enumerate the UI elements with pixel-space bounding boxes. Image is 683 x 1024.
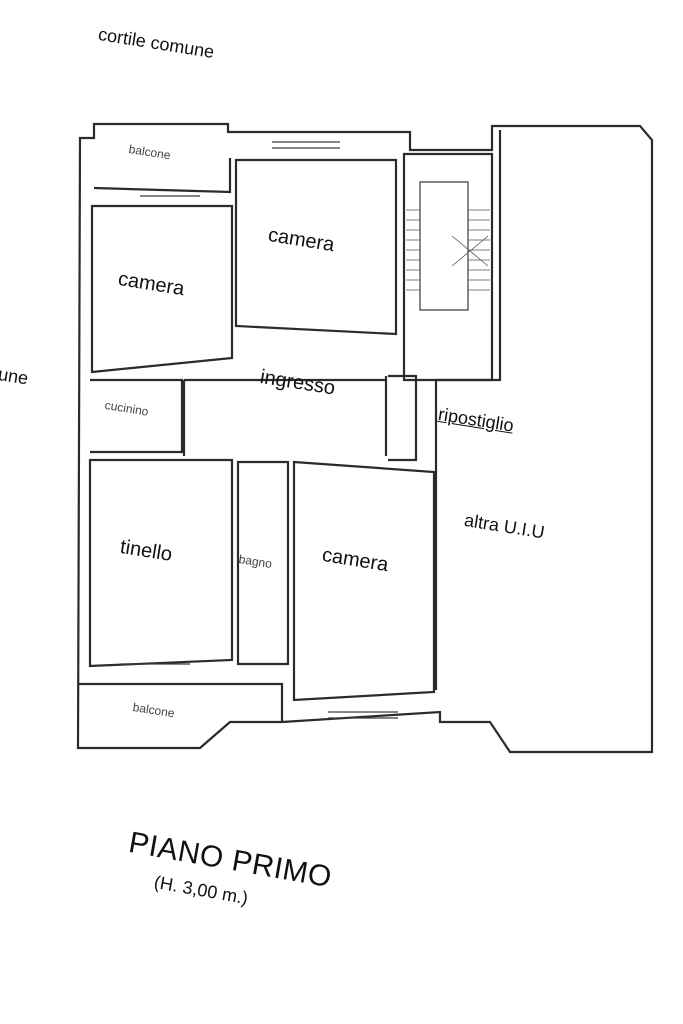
- camera-top-right-walls: [234, 158, 398, 336]
- tinello-walls: [88, 458, 234, 668]
- other-unit-divider: [434, 130, 502, 690]
- balcony-bottom-wall: [78, 682, 284, 722]
- camera-bottom-walls: [292, 460, 436, 702]
- courtyard-left-label: une: [0, 364, 30, 389]
- bagno-walls: [236, 460, 290, 666]
- cucinino-walls: [90, 378, 184, 454]
- ingresso-walls: [182, 376, 388, 456]
- staircase-core: [419, 181, 469, 311]
- staircase-steps: [406, 209, 490, 291]
- balcony-top-wall: [93, 158, 232, 194]
- staircase-walls: [402, 152, 494, 382]
- camera-top-left-walls: [90, 204, 234, 374]
- outer-wall: [76, 122, 654, 754]
- window-marks: [120, 141, 398, 719]
- ripostiglio-walls: [388, 374, 418, 462]
